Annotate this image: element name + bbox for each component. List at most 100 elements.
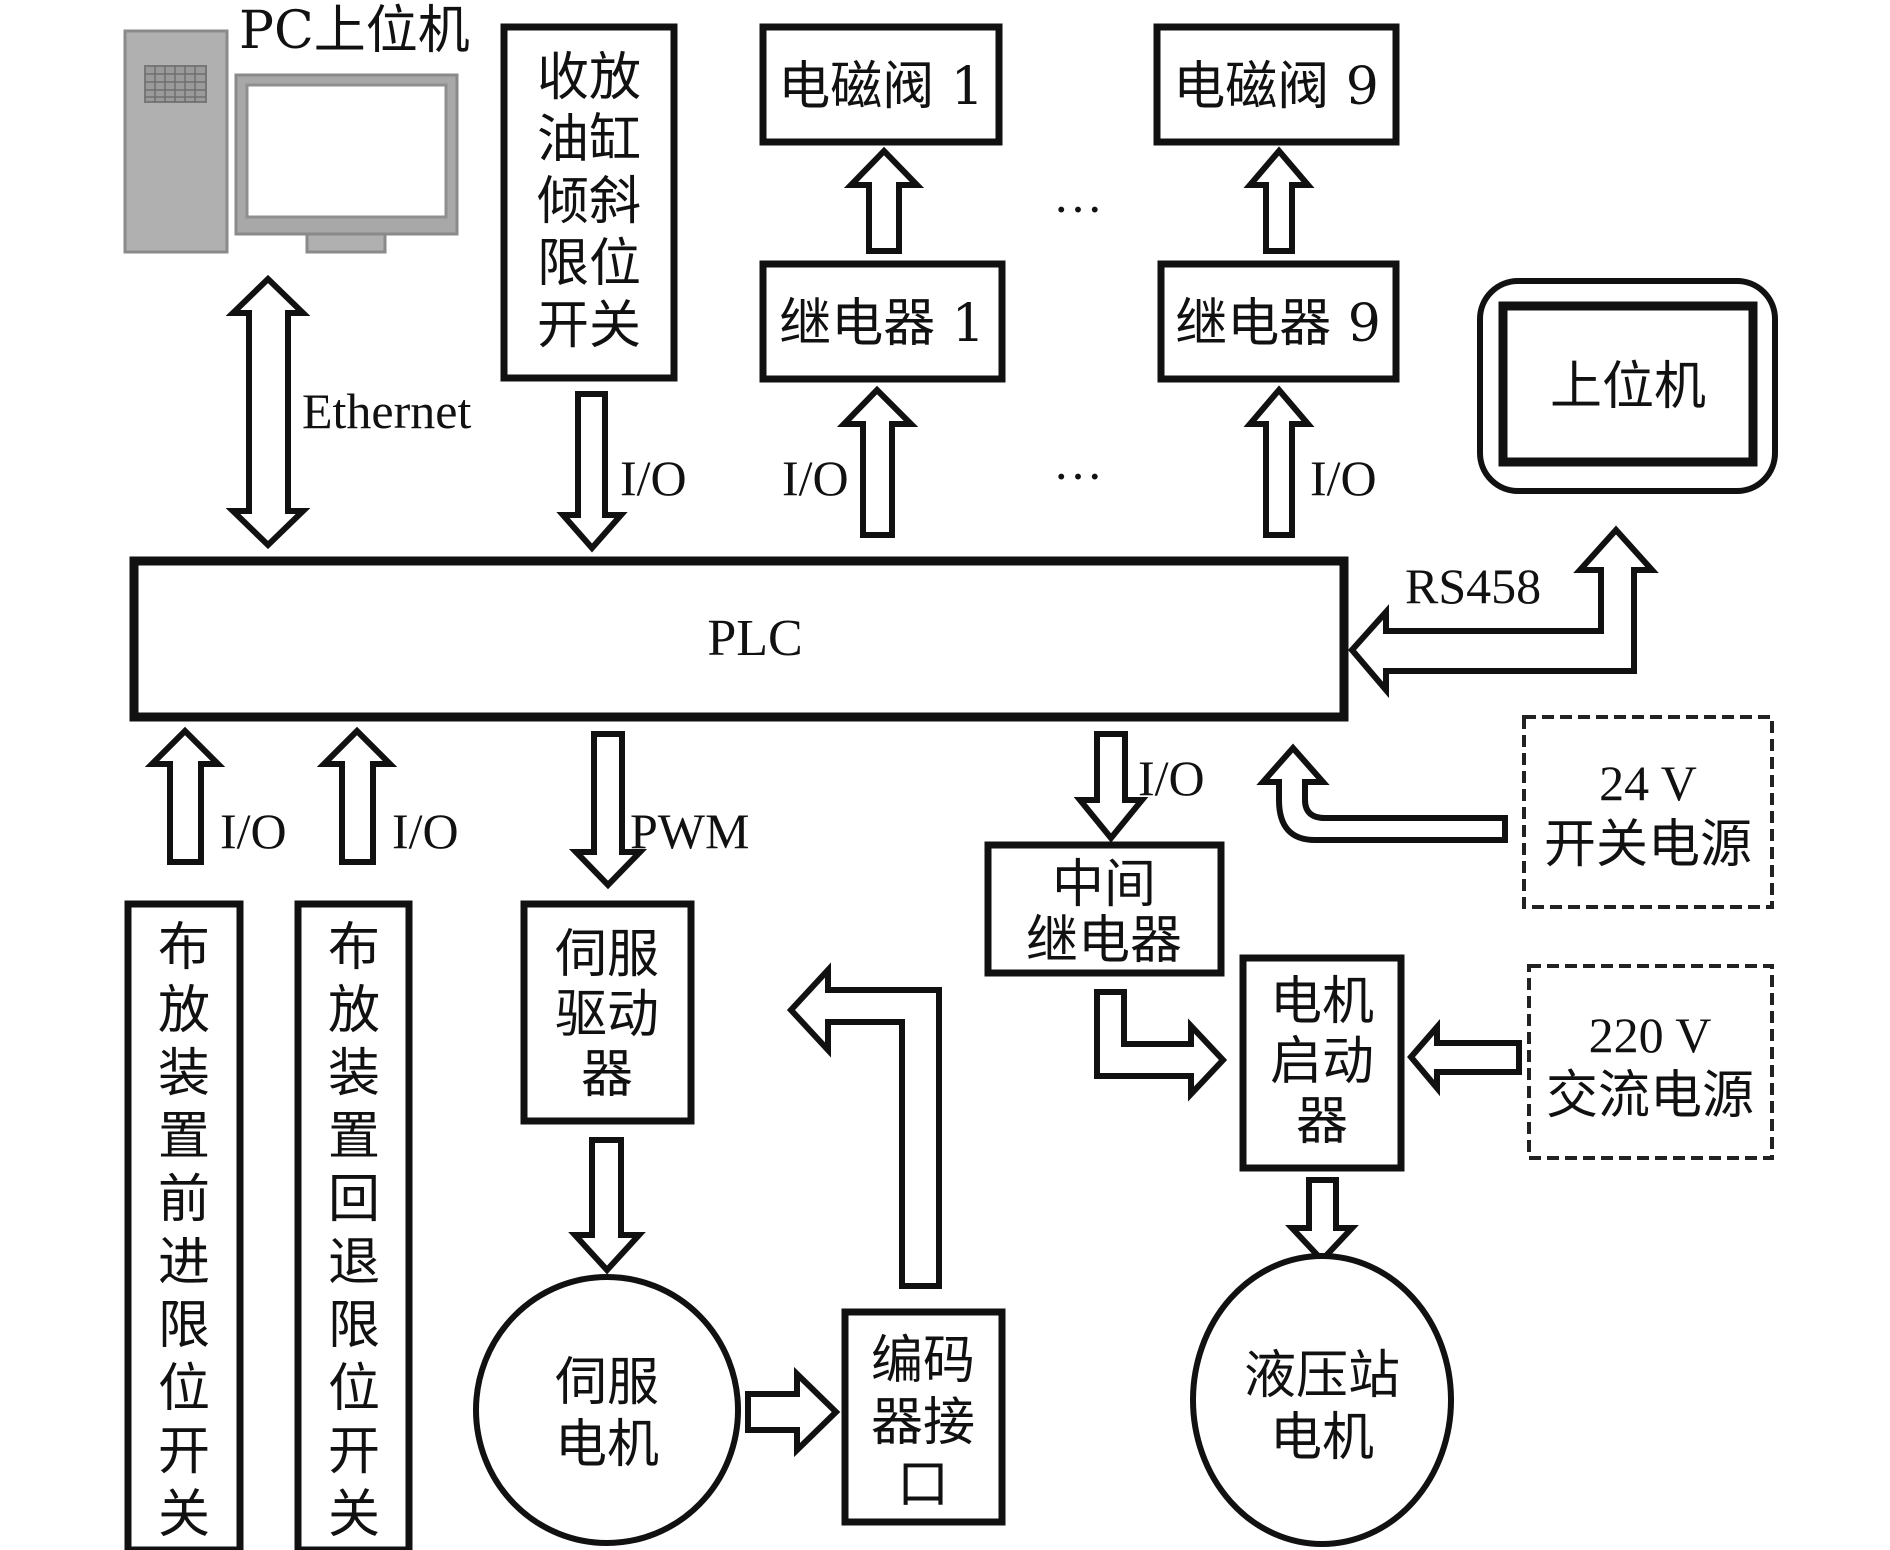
power-220v-label: 交流电源 [1546,1066,1754,1126]
svg-text:驱动: 驱动 [555,985,659,1045]
hydraulic-motor-text: 液压站 电机 [1244,1346,1400,1468]
forward-limit-io-label: I/O [220,803,287,859]
svg-text:收放: 收放 [537,48,641,108]
svg-text:编码: 编码 [871,1331,975,1391]
svg-text:装: 装 [158,1044,210,1104]
intermediate-relay-io-label: I/O [1138,750,1205,806]
solenoid-valve-1-label: 电磁阀 1 [778,57,984,117]
svg-text:器: 器 [581,1045,633,1105]
encoder-feedback-arrow [786,962,942,1289]
power-220v-to-starter-arrow [1407,1018,1522,1097]
svg-text:开: 开 [328,1422,380,1482]
tilt-io-label: I/O [620,450,687,506]
svg-text:关: 关 [158,1485,210,1545]
svg-text:液压站: 液压站 [1244,1346,1400,1406]
svg-text:位: 位 [158,1359,210,1419]
return-limit-switch-text: 布 放 装 置 回 退 限 位 开 关 [328,918,380,1545]
relay9-to-valve9-arrow [1243,146,1315,254]
svg-text:置: 置 [158,1107,210,1167]
svg-text:位: 位 [328,1359,380,1419]
forward-limit-io-arrow [144,726,226,865]
svg-text:伺服: 伺服 [555,925,659,985]
solenoid-valve-9-box [1153,23,1400,146]
svg-text:布: 布 [328,918,380,978]
return-limit-switch-box [294,900,413,1550]
servo-motor-circle [473,1274,741,1546]
plc-to-relay1-arrow [836,385,919,538]
svg-text:倾斜: 倾斜 [537,172,641,232]
svg-text:伺服: 伺服 [555,1353,659,1413]
relay-to-starter-arrow [1094,989,1228,1102]
ethernet-label: Ethernet [302,383,471,439]
relay-9-io-label: I/O [1310,450,1377,506]
pc-host-label: PC上位机 [239,1,470,61]
plc-box [129,556,1349,722]
return-limit-io-label: I/O [392,803,459,859]
tilt-limit-switch-text: 收放 油缸 倾斜 限位 开关 [537,48,641,356]
starter-to-hydraulic-arrow [1285,1177,1359,1265]
svg-text:布: 布 [158,918,210,978]
svg-text:进: 进 [158,1233,210,1293]
svg-text:限: 限 [328,1296,380,1356]
ellipsis-bottom: … [1053,434,1103,490]
svg-text:放: 放 [158,981,210,1041]
svg-text:启动: 启动 [1270,1032,1374,1092]
relay1-to-valve1-arrow [843,146,925,254]
solenoid-valve-9-label: 电磁阀 9 [1173,57,1379,117]
ellipsis-top: … [1053,167,1103,223]
svg-text:继电器: 继电器 [1026,911,1182,971]
relay-1-io-label: I/O [782,450,849,506]
tilt-limit-switch-box [500,23,678,382]
servo-motor-text: 伺服 电机 [555,1353,659,1475]
svg-text:放: 放 [328,981,380,1041]
svg-text:前: 前 [158,1170,210,1230]
relay-9-box [1157,260,1400,383]
relay-1-label: 继电器 1 [779,294,985,354]
tilt-io-arrow [556,391,628,553]
solenoid-valve-1-box [759,23,1003,146]
svg-text:关: 关 [328,1485,380,1545]
power-220v-box [1527,964,1774,1160]
svg-text:电机: 电机 [1270,972,1374,1032]
servo-driver-text: 伺服 驱动 器 [555,925,659,1105]
power-24v-to-plc-arrow [1256,743,1508,843]
intermediate-relay-box [984,841,1225,977]
hmi-screen [1498,301,1758,467]
relay-1-box [759,260,1006,383]
power-220v-voltage: 220 V [1589,1007,1712,1063]
hmi-label: 上位机 [1550,357,1706,417]
servo-driver-box [520,900,695,1125]
svg-text:油缸: 油缸 [537,110,641,170]
svg-text:器接: 器接 [871,1393,975,1453]
rs458-label: RS458 [1405,558,1541,614]
svg-text:限位: 限位 [537,234,641,294]
return-limit-io-arrow [316,726,398,865]
power-24v-box [1522,715,1774,909]
svg-text:器: 器 [1296,1092,1348,1152]
motor-starter-box [1239,954,1405,1172]
intermediate-relay-text: 中间 继电器 [1026,855,1182,971]
pc-computer-icon [123,29,459,254]
plc-to-relay9-arrow [1243,385,1315,538]
power-24v-label: 开关电源 [1544,815,1752,875]
forward-limit-switch-box [124,900,244,1550]
svg-text:装: 装 [328,1044,380,1104]
motor-starter-text: 电机 启动 器 [1270,972,1374,1152]
svg-text:置: 置 [328,1107,380,1167]
svg-text:限: 限 [158,1296,210,1356]
driver-to-motor-arrow [568,1137,646,1275]
encoder-interface-text: 编码 器接 口 [871,1331,975,1515]
power-24v-voltage: 24 V [1599,755,1697,811]
svg-text:开: 开 [158,1422,210,1482]
svg-text:退: 退 [328,1233,380,1293]
plc-label: PLC [707,610,802,667]
ethernet-arrow [225,274,311,550]
svg-text:开关: 开关 [537,296,641,356]
motor-to-encoder-arrow [745,1366,841,1458]
svg-text:电机: 电机 [1270,1408,1374,1468]
svg-text:口: 口 [897,1455,949,1515]
encoder-interface-box [841,1308,1006,1526]
pwm-arrow [568,731,648,890]
svg-text:电机: 电机 [555,1415,659,1475]
